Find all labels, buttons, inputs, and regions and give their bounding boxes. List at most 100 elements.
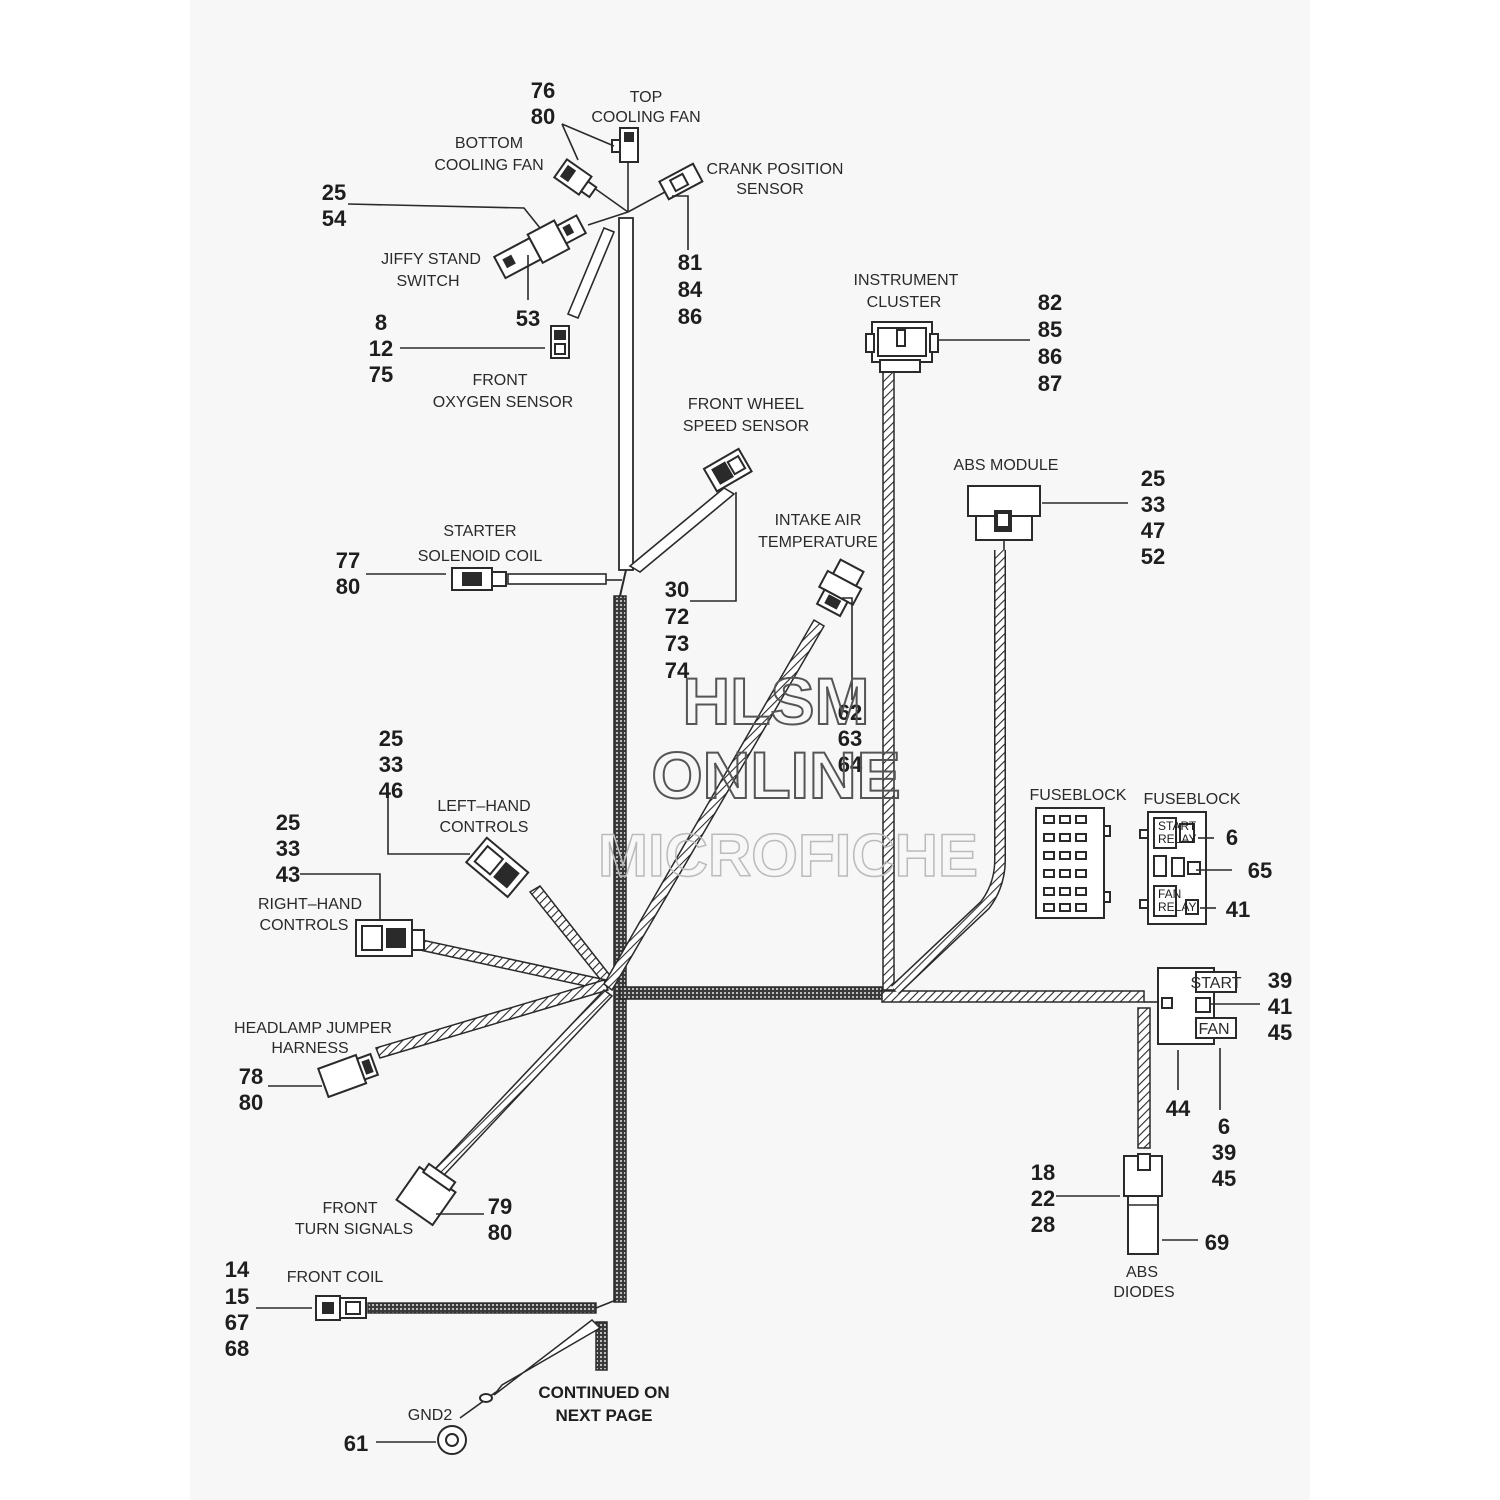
left-hand-ref-3: 46 bbox=[379, 778, 403, 803]
jiffy-stand-ref-3: 53 bbox=[516, 306, 540, 331]
top-cooling-fan-ref-2: 80 bbox=[531, 104, 555, 129]
gnd2-ref: 61 bbox=[344, 1431, 368, 1456]
oxygen-sensor-ref-3: 75 bbox=[369, 362, 393, 387]
abs-diodes-ref-3: 28 bbox=[1031, 1212, 1055, 1237]
crank-position-label-1: CRANK POSITION bbox=[707, 161, 844, 178]
fuseblock-right-label: FUSEBLOCK bbox=[1144, 791, 1241, 808]
relay-fan-label: FAN bbox=[1198, 1021, 1229, 1038]
continued-label-2: NEXT PAGE bbox=[556, 1406, 653, 1425]
fuseblock-ref-a: 6 bbox=[1226, 825, 1238, 850]
headlamp-label-2: HARNESS bbox=[271, 1040, 348, 1057]
fan-relay-text-2: RELAY bbox=[1158, 900, 1196, 914]
abs-module-label: ABS MODULE bbox=[954, 457, 1059, 474]
top-cooling-fan-label-2: COOLING FAN bbox=[591, 109, 700, 126]
headlamp-ref-1: 78 bbox=[239, 1064, 263, 1089]
turn-signals-label-2: TURN SIGNALS bbox=[295, 1221, 413, 1238]
harness-wires bbox=[367, 160, 1160, 1419]
leader-lines bbox=[256, 123, 1260, 1443]
horizontal-branch bbox=[619, 986, 883, 1000]
jiffy-stand-ref-1: 25 bbox=[322, 180, 346, 205]
intake-air-temp-part bbox=[815, 558, 865, 618]
right-hand-ref-3: 43 bbox=[276, 862, 300, 887]
abs-diodes-ref-69: 69 bbox=[1205, 1230, 1229, 1255]
start-relay-text-1: START bbox=[1158, 819, 1197, 833]
fuseblock-right-part bbox=[1139, 811, 1207, 925]
wheel-speed-ref-2: 72 bbox=[665, 604, 689, 629]
start-relay-text-2: RELAY bbox=[1158, 832, 1196, 846]
labels: 76 80 TOP COOLING FAN BOTTOM COOLING FAN… bbox=[225, 78, 1292, 1456]
top-cooling-fan-connector bbox=[611, 127, 639, 163]
oxygen-sensor-ref-2: 12 bbox=[369, 336, 393, 361]
starter-solenoid-label-2: SOLENOID COIL bbox=[418, 548, 543, 565]
abs-diodes-ref-2: 22 bbox=[1031, 1186, 1055, 1211]
watermark-line-2: ONLINE bbox=[651, 738, 900, 812]
left-hand-label-1: LEFT–HAND bbox=[437, 798, 530, 815]
relay-ref-b1: 6 bbox=[1218, 1114, 1230, 1139]
trunk-continued bbox=[595, 1321, 608, 1371]
relay-ref-b3: 45 bbox=[1212, 1166, 1236, 1191]
jiffy-stand-switch-part bbox=[492, 214, 588, 280]
right-hand-controls-part bbox=[355, 919, 425, 957]
left-hand-label-2: CONTROLS bbox=[440, 819, 529, 836]
right-hand-ref-1: 25 bbox=[276, 810, 300, 835]
wheel-speed-ref-4: 74 bbox=[665, 658, 690, 683]
front-wheel-speed-sensor-part bbox=[702, 447, 753, 493]
relay-ref-b2: 39 bbox=[1212, 1140, 1236, 1165]
instrument-cluster-label-2: CLUSTER bbox=[867, 294, 942, 311]
intake-air-label-2: TEMPERATURE bbox=[758, 534, 878, 551]
instrument-cluster-ref-1: 82 bbox=[1038, 290, 1062, 315]
front-coil-ref-3: 67 bbox=[225, 1310, 249, 1335]
starter-solenoid-label-1: STARTER bbox=[443, 523, 516, 540]
top-cooling-fan-ref-1: 76 bbox=[531, 78, 555, 103]
turn-signals-ref-1: 79 bbox=[488, 1194, 512, 1219]
oxygen-sensor-label-2: OXYGEN SENSOR bbox=[433, 394, 573, 411]
intake-air-ref-3: 64 bbox=[838, 752, 863, 777]
turn-signals-label-1: FRONT bbox=[322, 1200, 377, 1217]
relay-start-label: START bbox=[1191, 975, 1242, 992]
relay-ref-44: 44 bbox=[1166, 1096, 1191, 1121]
abs-module-ref-4: 52 bbox=[1141, 544, 1165, 569]
abs-diodes-part bbox=[1123, 1153, 1163, 1255]
abs-module-ref-3: 47 bbox=[1141, 518, 1165, 543]
instrument-cluster-ref-3: 86 bbox=[1038, 344, 1062, 369]
right-hand-ref-2: 33 bbox=[276, 836, 300, 861]
headlamp-jumper-part bbox=[316, 1052, 380, 1099]
relay-ref-1: 39 bbox=[1268, 968, 1292, 993]
parts bbox=[315, 127, 1237, 1455]
starter-solenoid-ref-1: 77 bbox=[336, 548, 360, 573]
headlamp-ref-2: 80 bbox=[239, 1090, 263, 1115]
upper-tube bbox=[618, 217, 634, 571]
front-turn-signals-part bbox=[395, 1162, 457, 1227]
crank-position-connector bbox=[658, 162, 704, 201]
oxygen-sensor-ref-1: 8 bbox=[375, 310, 387, 335]
crank-position-ref-3: 86 bbox=[678, 304, 702, 329]
right-hand-label-2: CONTROLS bbox=[260, 917, 349, 934]
gnd2-label: GND2 bbox=[408, 1407, 453, 1424]
crank-position-ref-2: 84 bbox=[678, 277, 703, 302]
fuseblock-ref-b: 65 bbox=[1248, 858, 1272, 883]
front-oxygen-sensor-part bbox=[550, 325, 570, 359]
jiffy-stand-label-1: JIFFY STAND bbox=[381, 251, 481, 268]
watermark: HLSM ONLINE MICROFICHE bbox=[597, 663, 978, 890]
left-hand-ref-1: 25 bbox=[379, 726, 403, 751]
top-cooling-fan-label-1: TOP bbox=[630, 89, 663, 106]
instrument-cluster-label-1: INSTRUMENT bbox=[854, 272, 959, 289]
front-coil-part bbox=[315, 1295, 367, 1321]
headlamp-label-1: HEADLAMP JUMPER bbox=[234, 1020, 392, 1037]
abs-module-part bbox=[967, 485, 1041, 550]
abs-module-ref-2: 33 bbox=[1141, 492, 1165, 517]
turn-signals-ref-2: 80 bbox=[488, 1220, 512, 1245]
abs-diodes-label-1: ABS bbox=[1126, 1264, 1158, 1281]
fuseblock-left-label: FUSEBLOCK bbox=[1030, 787, 1127, 804]
intake-air-ref-1: 62 bbox=[838, 700, 862, 725]
fan-relay-text-1: FAN bbox=[1158, 887, 1181, 901]
bottom-cooling-fan-label-1: BOTTOM bbox=[455, 135, 523, 152]
front-coil-ref-2: 15 bbox=[225, 1284, 249, 1309]
wheel-speed-ref-1: 30 bbox=[665, 577, 689, 602]
intake-air-label-1: INTAKE AIR bbox=[775, 512, 862, 529]
instrument-cluster-part bbox=[865, 321, 939, 373]
watermark-line-3: MICROFICHE bbox=[598, 822, 978, 889]
starter-solenoid-ref-2: 80 bbox=[336, 574, 360, 599]
